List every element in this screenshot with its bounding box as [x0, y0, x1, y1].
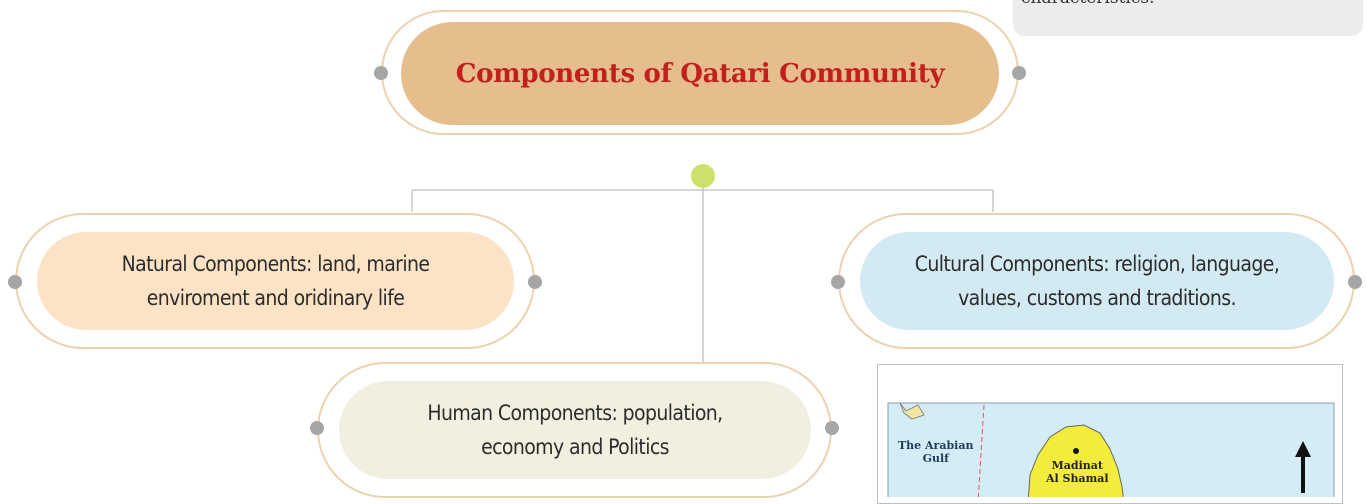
hub-connector[interactable] — [691, 164, 715, 188]
human-node[interactable]: Human Components: population, economy an… — [339, 381, 811, 479]
city-label-line-2: Al Shamal — [1046, 472, 1109, 485]
north-arrow-icon — [1295, 441, 1311, 457]
city-dot — [1073, 448, 1079, 454]
natural-node[interactable]: Natural Components: land, marine envirom… — [37, 232, 514, 330]
title-right-handle[interactable] — [1012, 66, 1026, 80]
human-left-handle[interactable] — [310, 421, 324, 435]
city-label: Madinat Al Shamal — [1046, 459, 1109, 485]
title-left-handle[interactable] — [374, 66, 388, 80]
city-label-line-1: Madinat — [1051, 459, 1103, 472]
human-right-handle[interactable] — [825, 421, 839, 435]
cultural-line-1: Cultural Components: religion, language, — [914, 252, 1280, 276]
note-text: characteristics. — [1021, 0, 1155, 8]
natural-right-handle[interactable] — [528, 275, 542, 289]
map-graphic — [887, 402, 1335, 497]
cultural-left-handle[interactable] — [831, 275, 845, 289]
cultural-line-2: values, customs and traditions. — [958, 286, 1236, 310]
natural-line-1: Natural Components: land, marine — [121, 252, 430, 276]
sea-label-line-1: The Arabian — [898, 439, 974, 452]
cultural-node[interactable]: Cultural Components: religion, language,… — [860, 232, 1334, 330]
note-box: characteristics. — [1013, 0, 1363, 36]
natural-left-handle[interactable] — [8, 275, 22, 289]
map-border-line — [977, 404, 985, 497]
cultural-right-handle[interactable] — [1348, 275, 1362, 289]
qatar-map: The Arabian Gulf Madinat Al Shamal — [877, 364, 1343, 504]
human-line-2: economy and Politics — [481, 435, 669, 459]
title-text: Components of Qatari Community — [455, 58, 945, 89]
map-land — [1027, 424, 1124, 497]
title-node[interactable]: Components of Qatari Community — [401, 22, 999, 125]
sea-label-line-2: Gulf — [922, 452, 949, 465]
natural-line-2: enviroment and oridinary life — [146, 286, 405, 310]
map-coast-fragment — [899, 402, 925, 420]
human-line-1: Human Components: population, — [427, 401, 723, 425]
sea-label: The Arabian Gulf — [898, 439, 973, 465]
